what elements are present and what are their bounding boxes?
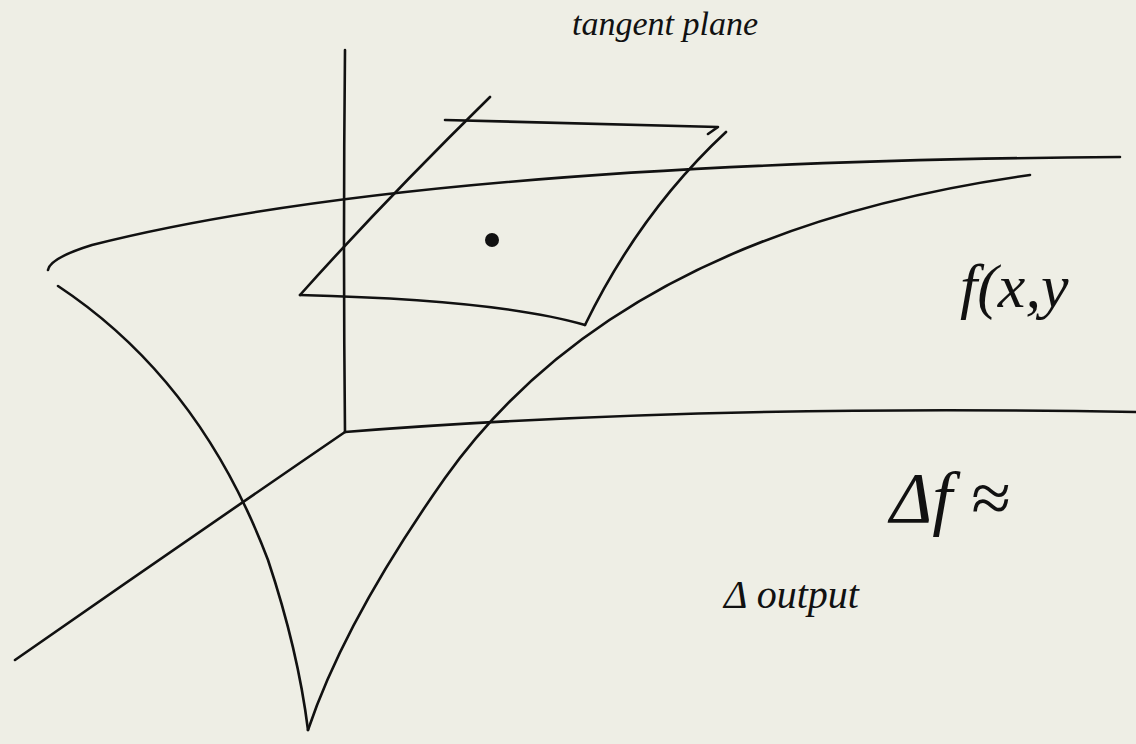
point-of-tangency (485, 233, 499, 247)
function-label: f(x,y (958, 255, 1070, 317)
change-label: Δf ≈ (888, 462, 1012, 534)
y-axis (345, 410, 1136, 432)
surface-left-edge (58, 286, 308, 730)
surface-top-edge (48, 157, 1120, 270)
tangent-plane-top (445, 120, 718, 134)
tangent-plane-right (585, 132, 726, 325)
x-axis (15, 432, 345, 660)
tangent-plane-left (300, 97, 490, 295)
surface-right-edge (308, 175, 1030, 730)
plane-label: tangent plane (572, 6, 774, 42)
tangent-plane-bottom (300, 295, 585, 325)
z-axis (344, 50, 345, 432)
output-label: Δ output (722, 575, 861, 615)
